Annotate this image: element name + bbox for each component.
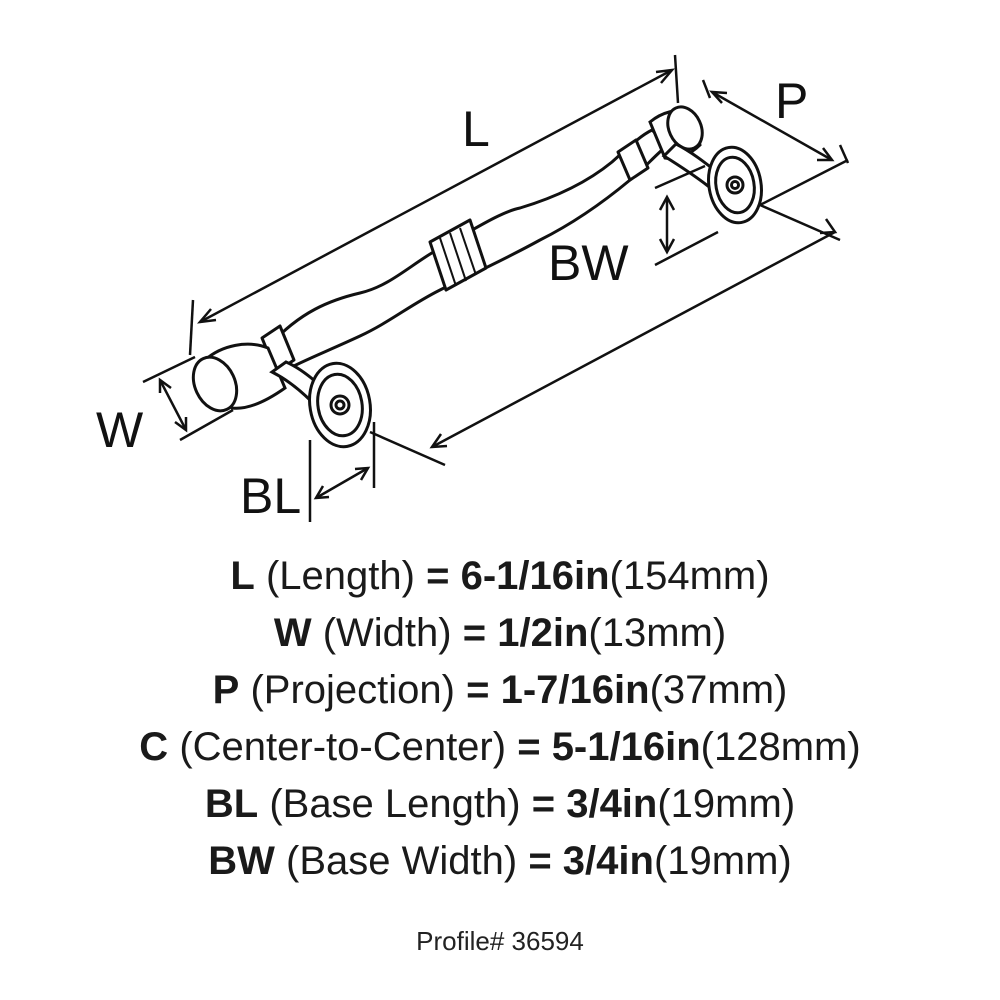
profile-number: Profile# 36594 bbox=[416, 926, 584, 956]
left-base bbox=[269, 360, 372, 449]
spec-code: BW bbox=[208, 839, 275, 883]
spec-code: BL bbox=[204, 782, 259, 826]
label-base-width: BW bbox=[548, 235, 629, 291]
spec-length: L (Length) = 6-1/16in(154mm) bbox=[0, 548, 1000, 605]
spec-projection: P (Projection) = 1-7/16in(37mm) bbox=[0, 662, 1000, 719]
spec-equals: = bbox=[531, 782, 556, 826]
spec-metric: (154mm) bbox=[609, 554, 770, 598]
spec-imperial: 6-1/16in bbox=[460, 554, 610, 598]
spec-base-length: BL (Base Length) = 3/4in(19mm) bbox=[0, 776, 1000, 833]
spec-description: (Base Width) bbox=[286, 839, 518, 883]
cabinet-pull-dimension-drawing: L P BW W BL bbox=[96, 54, 850, 524]
spec-description: (Center-to-Center) bbox=[179, 725, 507, 769]
spec-description: (Projection) bbox=[250, 668, 455, 712]
spec-metric: (19mm) bbox=[653, 839, 792, 883]
spec-equals: = bbox=[462, 611, 487, 655]
handle-bar bbox=[260, 128, 670, 374]
spec-description: (Length) bbox=[265, 554, 415, 598]
spec-code: P bbox=[212, 668, 240, 712]
right-base bbox=[661, 142, 763, 225]
label-projection: P bbox=[775, 73, 808, 129]
spec-imperial: 3/4in bbox=[562, 839, 654, 883]
specifications-list: L (Length) = 6-1/16in(154mm) W (Width) =… bbox=[0, 548, 1000, 890]
spec-equals: = bbox=[466, 668, 490, 712]
spec-description: (Base Length) bbox=[269, 782, 521, 826]
spec-width: W (Width) = 1/2in(13mm) bbox=[0, 605, 1000, 662]
label-length: L bbox=[462, 101, 490, 157]
spec-metric: (128mm) bbox=[700, 725, 861, 769]
spec-metric: (37mm) bbox=[649, 668, 788, 712]
spec-center-to-center: C (Center-to-Center) = 5-1/16in(128mm) bbox=[0, 719, 1000, 776]
spec-code: W bbox=[273, 611, 312, 655]
spec-description: (Width) bbox=[322, 611, 452, 655]
spec-equals: = bbox=[528, 839, 552, 883]
label-base-length: BL bbox=[240, 468, 301, 524]
dimension-lines bbox=[142, 54, 850, 522]
right-end-cap bbox=[648, 105, 704, 160]
spec-equals: = bbox=[426, 554, 450, 598]
spec-imperial: 3/4in bbox=[566, 782, 658, 826]
spec-imperial: 5-1/16in bbox=[551, 725, 701, 769]
spec-code: C bbox=[139, 725, 169, 769]
spec-metric: (13mm) bbox=[588, 611, 727, 655]
spec-metric: (19mm) bbox=[657, 782, 796, 826]
spec-imperial: 1/2in bbox=[497, 611, 589, 655]
spec-base-width: BW (Base Width) = 3/4in(19mm) bbox=[0, 833, 1000, 890]
spec-code: L bbox=[230, 554, 255, 598]
spec-equals: = bbox=[517, 725, 541, 769]
spec-imperial: 1-7/16in bbox=[500, 668, 650, 712]
label-width: W bbox=[96, 402, 144, 458]
left-end-cap bbox=[191, 342, 287, 413]
